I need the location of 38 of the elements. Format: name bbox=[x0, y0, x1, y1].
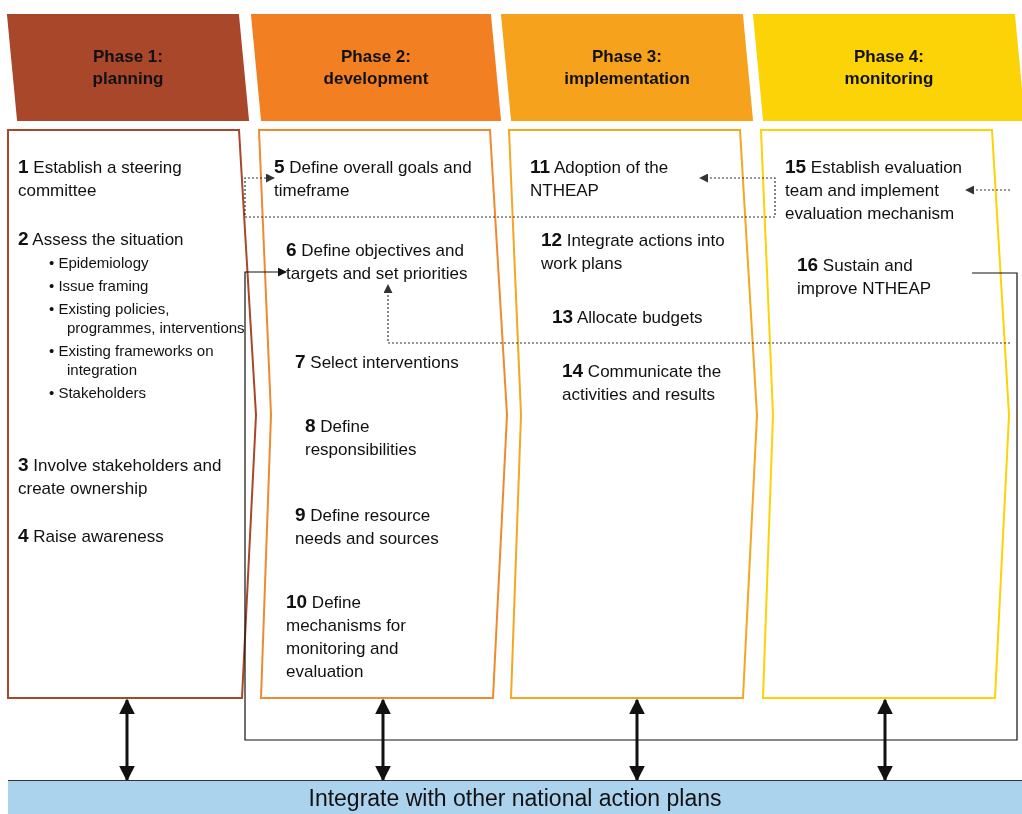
step-text: 8 Define responsibilities bbox=[305, 414, 465, 461]
arrow bbox=[244, 267, 1018, 741]
step-text: 11 Adoption of the NTHEAP bbox=[530, 155, 700, 202]
step-text: 6 Define objectives and targets and set priorities bbox=[286, 238, 471, 285]
phase-panel bbox=[7, 129, 257, 700]
bullet-item: • Issue framing bbox=[49, 276, 150, 295]
phase-header: Phase 3: implementation bbox=[502, 15, 752, 120]
phase-panel bbox=[258, 129, 508, 700]
step-text: 2 Assess the situation bbox=[18, 227, 185, 251]
bullet-item: • Epidemiology bbox=[49, 253, 150, 272]
arrow bbox=[383, 284, 1011, 344]
step-text: 12 Integrate actions into work plans bbox=[541, 228, 746, 275]
step-text: 16 Sustain and improve NTHEAP bbox=[797, 253, 972, 300]
double-arrow bbox=[119, 698, 135, 782]
phase-header: Phase 2: development bbox=[252, 15, 500, 120]
bullet-item: • Stakeholders bbox=[49, 383, 147, 402]
integration-band: Integrate with other national action plans bbox=[8, 780, 1022, 814]
phase-header: Phase 4: monitoring bbox=[754, 15, 1022, 120]
phase-panel bbox=[760, 129, 1010, 700]
double-arrow bbox=[244, 173, 776, 218]
phase-panel bbox=[508, 129, 758, 700]
arrow bbox=[965, 185, 1011, 195]
double-arrow bbox=[629, 698, 645, 782]
step-text: 3 Involve stakeholders and create ownership bbox=[18, 453, 240, 500]
step-text: 1 Establish a steering committee bbox=[18, 155, 233, 202]
bullet-item: • Existing frameworks on integration bbox=[49, 341, 215, 379]
step-text: 14 Communicate the activities and results bbox=[562, 359, 747, 406]
step-text: 15 Establish evaluation team and implement evaluation mechanism bbox=[785, 155, 966, 225]
step-text: 4 Raise awareness bbox=[18, 524, 164, 548]
step-text: 7 Select interventions bbox=[295, 350, 459, 374]
phase-header: Phase 1: planning bbox=[8, 15, 248, 120]
step-text: 5 Define overall goals and timeframe bbox=[274, 155, 479, 202]
double-arrow bbox=[375, 698, 391, 782]
bullet-item: • Existing policies, programmes, interventions bbox=[49, 299, 246, 337]
step-text: 10 Define mechanisms for monitoring and evaluation bbox=[286, 590, 436, 683]
double-arrow bbox=[877, 698, 893, 782]
step-text: 9 Define resource needs and sources bbox=[295, 503, 480, 550]
step-text: 13 Allocate budgets bbox=[552, 305, 703, 329]
